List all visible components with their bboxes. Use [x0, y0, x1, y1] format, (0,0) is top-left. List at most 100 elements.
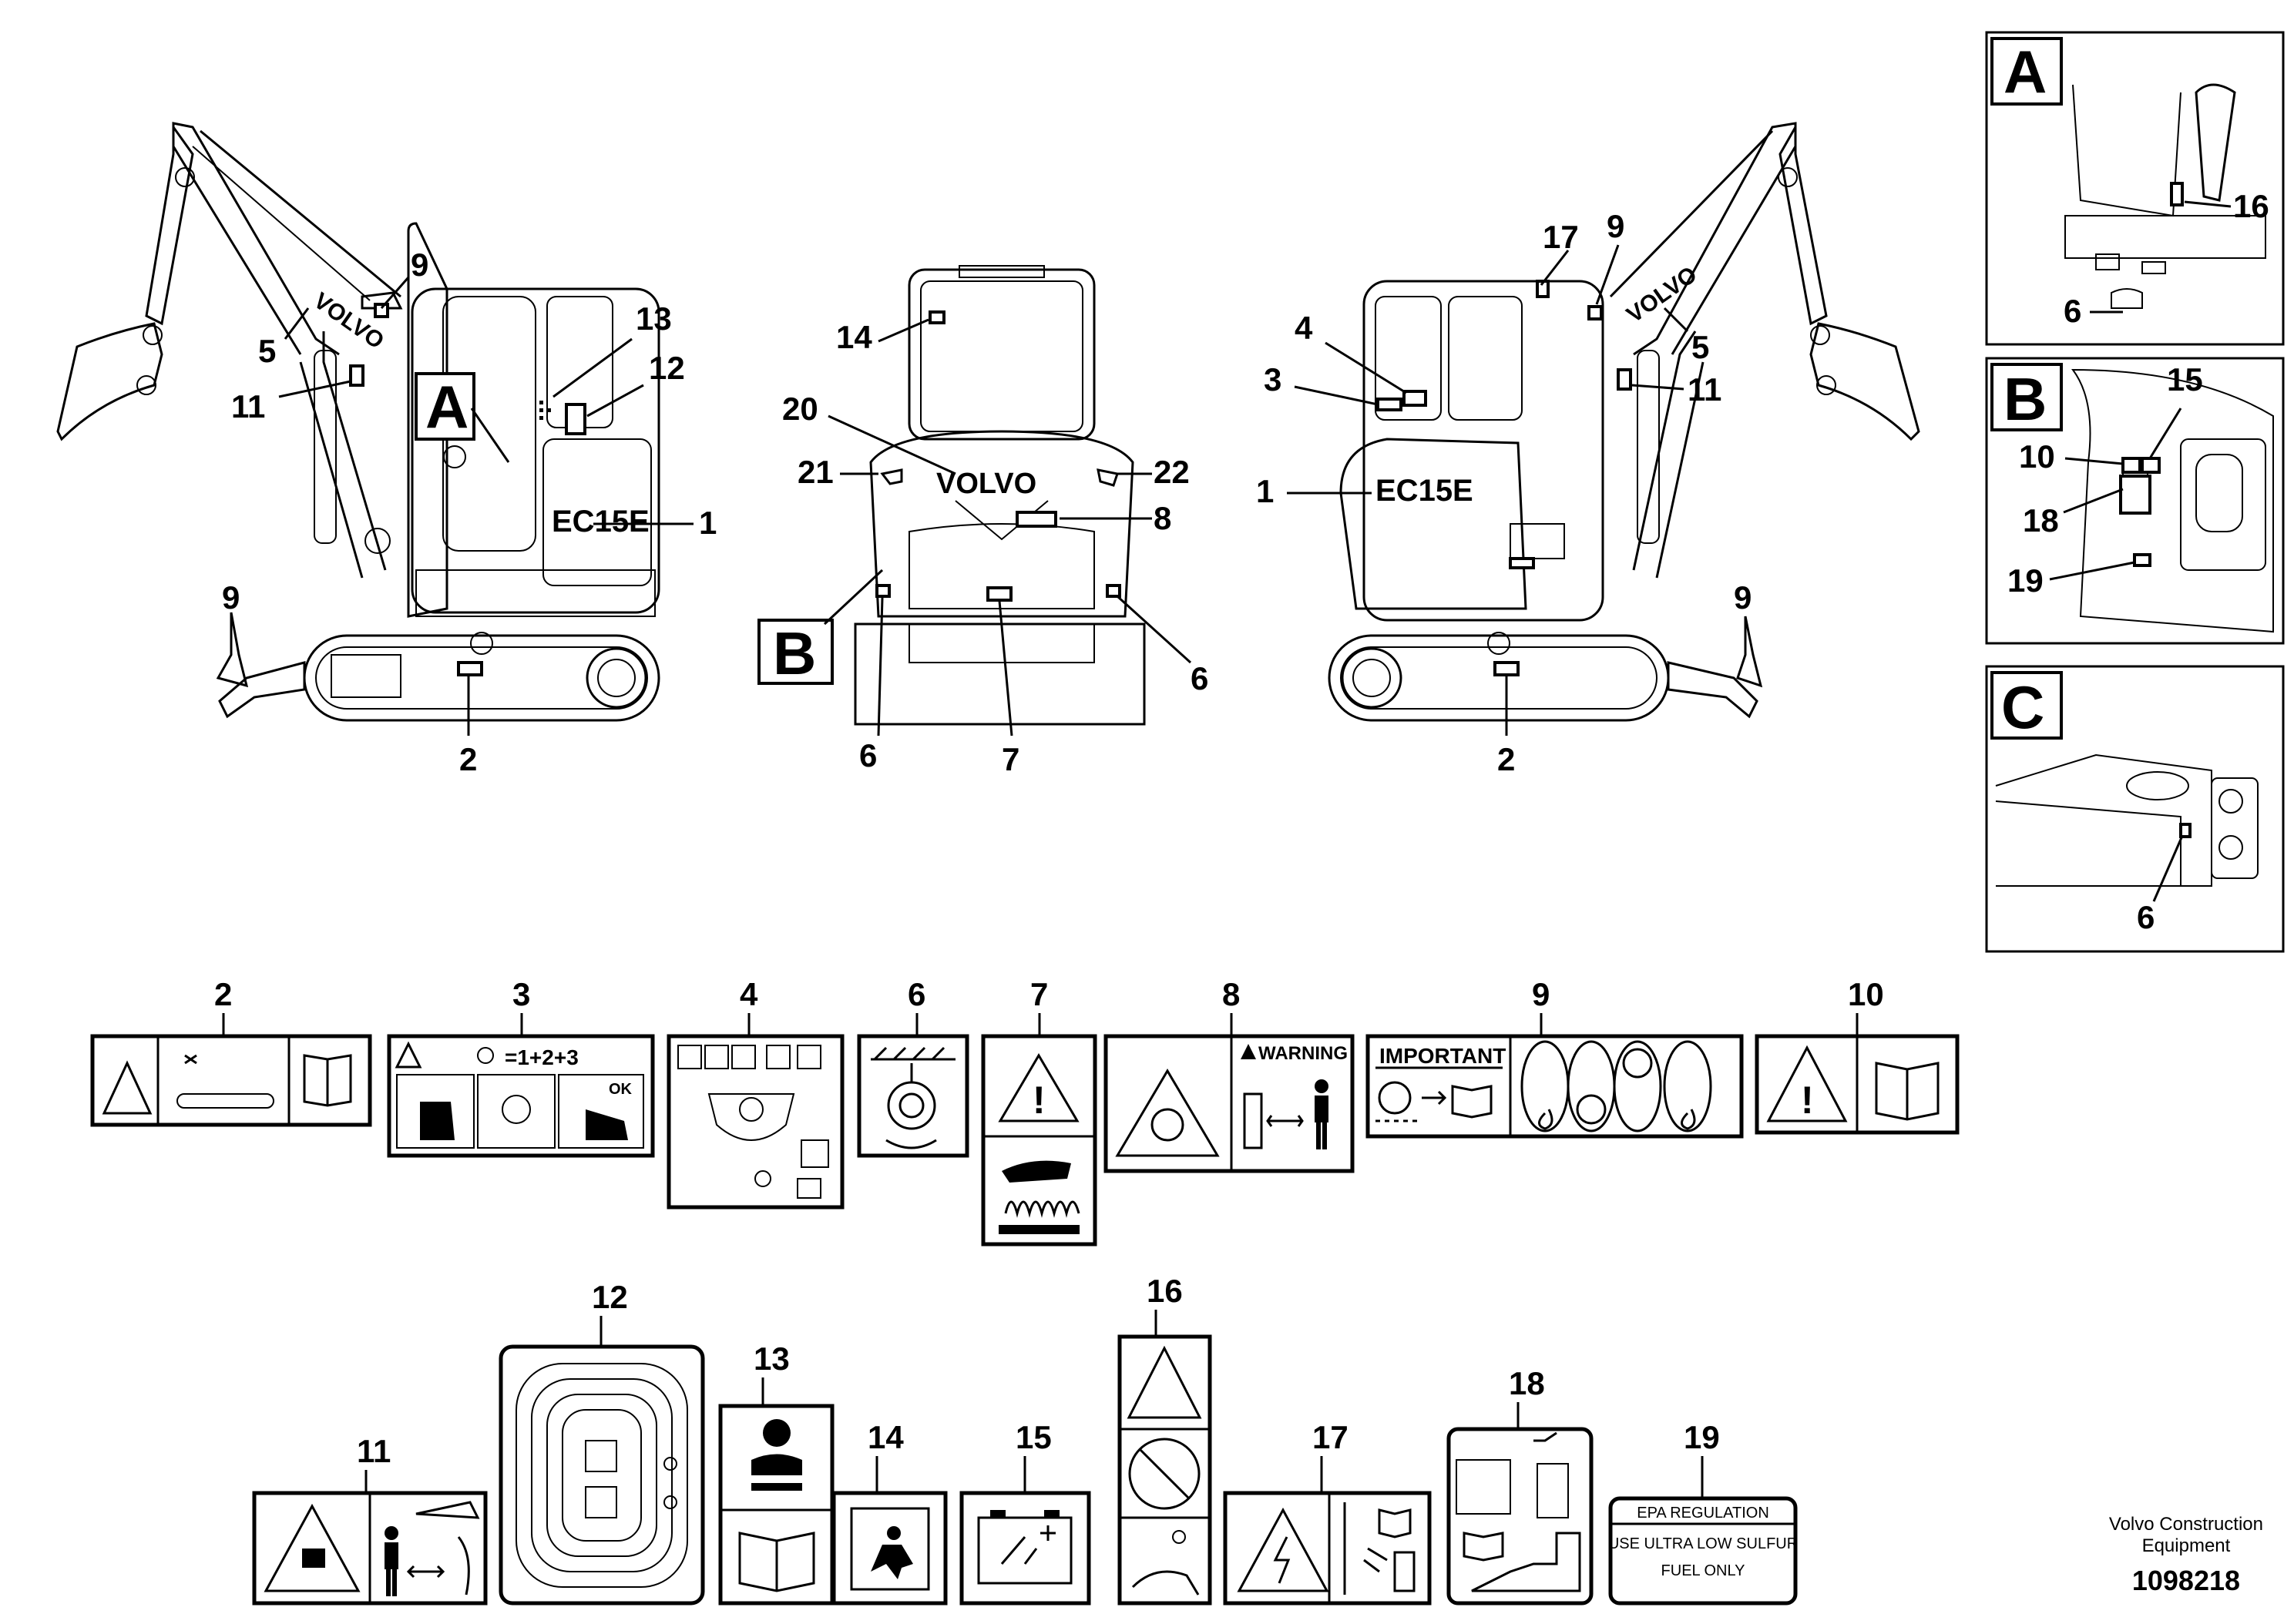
warning-triangle-icon: [1766, 1045, 1848, 1122]
detail-c-letter: C: [2001, 673, 2044, 741]
decal-6: 6: [857, 976, 969, 1158]
callout-3: 3: [1264, 361, 1281, 398]
decal-9-number: 9: [1532, 976, 1550, 1012]
decal-19-line1: EPA REGULATION: [1637, 1505, 1769, 1522]
callout-7: 7: [1002, 741, 1019, 777]
detail-c-marker-6: [2179, 823, 2192, 838]
decal-17: 17: [1223, 1419, 1432, 1606]
label-marker-13: [539, 401, 551, 420]
decal-7-number: 7: [1030, 976, 1048, 1012]
decal-15-number: 15: [1016, 1419, 1052, 1455]
decal-13: 13: [718, 1340, 835, 1606]
prohibited-icon: [1128, 1438, 1201, 1510]
decal-8-number: 8: [1222, 976, 1240, 1012]
detail-a-callout-16: 16: [2233, 188, 2269, 224]
detail-a-callout-6: 6: [2064, 293, 2081, 329]
person-icon: [385, 1526, 398, 1540]
callout-1: 1: [699, 505, 717, 541]
crush-hazard-icon: [1127, 1345, 1202, 1419]
document-number: 1098218: [2131, 1565, 2241, 1596]
callout-4: 4: [1295, 310, 1313, 346]
callout-9-right-blade: 9: [1734, 579, 1752, 616]
model-text: EC15E: [552, 505, 650, 539]
footer: Volvo Construction Equipment 1098218: [2109, 1514, 2263, 1597]
callout-13: 13: [636, 300, 672, 337]
detail-b-marker-18: [2119, 475, 2151, 515]
decal-9-important: IMPORTANT: [1379, 1044, 1506, 1068]
label-marker-3: [1376, 398, 1402, 411]
decal-13-number: 13: [754, 1340, 790, 1377]
callout-9-blade: 9: [222, 579, 240, 616]
detail-a-marker[interactable]: [415, 372, 475, 441]
decal-16-number: 16: [1147, 1273, 1183, 1309]
decal-3-ok: OK: [609, 1081, 633, 1098]
decal-14-number: 14: [868, 1419, 904, 1455]
seatbelt-icon: [763, 1419, 791, 1447]
detail-b-letter: B: [2003, 365, 2047, 433]
label-marker-7: [986, 586, 1013, 602]
callout-17: 17: [1543, 219, 1579, 255]
callout-5: 5: [258, 333, 276, 369]
label-marker-right-body: [1509, 557, 1535, 569]
detail-b-marker-19: [2133, 553, 2151, 567]
decal-8: 8 WARNING: [1103, 976, 1355, 1173]
label-marker-6-left: [875, 584, 891, 598]
decal-12: 12: [499, 1279, 705, 1606]
hand-burn-icon: [1002, 1160, 1071, 1183]
decal-3: 3 =1+2+3 OK: [387, 976, 655, 1158]
callout-6-right: 6: [1191, 660, 1208, 696]
callout-9-boom: 9: [411, 247, 428, 283]
label-marker-6-right: [1106, 584, 1121, 598]
detail-b-callout-19: 19: [2007, 562, 2044, 599]
decal-19-number: 19: [1684, 1419, 1720, 1455]
footer-brand-line2: Equipment: [2141, 1535, 2231, 1556]
callout-8: 8: [1154, 500, 1171, 536]
warning-triangle-icon: [998, 1053, 1080, 1122]
decal-11: 11: [252, 1433, 488, 1606]
person-icon: [1315, 1079, 1328, 1093]
callout-11: 11: [231, 388, 265, 424]
detail-panel-c: C 6: [1985, 665, 2285, 953]
decal-8-warning: WARNING: [1258, 1043, 1348, 1064]
battery-disconnect-icon: [977, 1516, 1073, 1585]
detail-b-callout-18: 18: [2023, 502, 2059, 539]
decal-18-number: 18: [1509, 1365, 1545, 1401]
svg-text:!: !: [1801, 1079, 1814, 1122]
label-marker-12: [565, 403, 586, 435]
right-model-text: EC15E: [1375, 474, 1473, 508]
svg-text:!: !: [1033, 1079, 1046, 1122]
decal-14: 14: [831, 1419, 948, 1606]
decal-12-number: 12: [592, 1279, 628, 1315]
detail-a-marker-label: A: [425, 373, 469, 441]
right-side-view: EC15E VOLVO 17 9 4 3 1 5 11 9: [1256, 122, 1920, 777]
decal-10: 10 !: [1755, 976, 1960, 1135]
decal-4-number: 4: [740, 976, 758, 1012]
decal-2-number: 2: [214, 976, 232, 1012]
detail-b-marker-10: [2121, 457, 2141, 474]
left-side-view: VOLVO EC15E A 9 5 11 13 12 1 9: [56, 122, 717, 777]
rear-view: VOLVO 14 20 21 22 8 6 7 6 B: [757, 265, 1208, 777]
crush-hazard-icon: [1115, 1069, 1220, 1157]
callout-11-right: 11: [1688, 371, 1721, 408]
callout-12: 12: [649, 350, 685, 386]
decal-19: 19 EPA REGULATION USE ULTRA LOW SULFUR F…: [1608, 1419, 1798, 1606]
decal-6-number: 6: [908, 976, 925, 1012]
callout-5-right: 5: [1691, 329, 1709, 365]
detail-b-callout-15: 15: [2167, 361, 2203, 398]
label-marker-14: [929, 310, 945, 324]
callout-22: 22: [1154, 454, 1190, 490]
label-marker-4: [1402, 390, 1427, 407]
decal-16: 16: [1117, 1273, 1212, 1606]
detail-b-marker[interactable]: [757, 619, 834, 685]
callout-2-right: 2: [1497, 741, 1515, 777]
detail-panel-a: A 16 6: [1985, 31, 2285, 346]
detail-b-callout-10: 10: [2019, 438, 2055, 475]
footer-brand-line1: Volvo Construction: [2108, 1514, 2263, 1535]
callout-14: 14: [836, 319, 872, 355]
callout-2: 2: [459, 741, 477, 777]
electrical-hazard-icon: [1237, 1507, 1329, 1592]
detail-panel-b: B 15 10 18 19: [1985, 357, 2285, 645]
label-marker-2-right: [1493, 661, 1520, 676]
detail-b-marker-label: B: [773, 619, 816, 687]
emergency-exit-icon: [850, 1507, 930, 1591]
